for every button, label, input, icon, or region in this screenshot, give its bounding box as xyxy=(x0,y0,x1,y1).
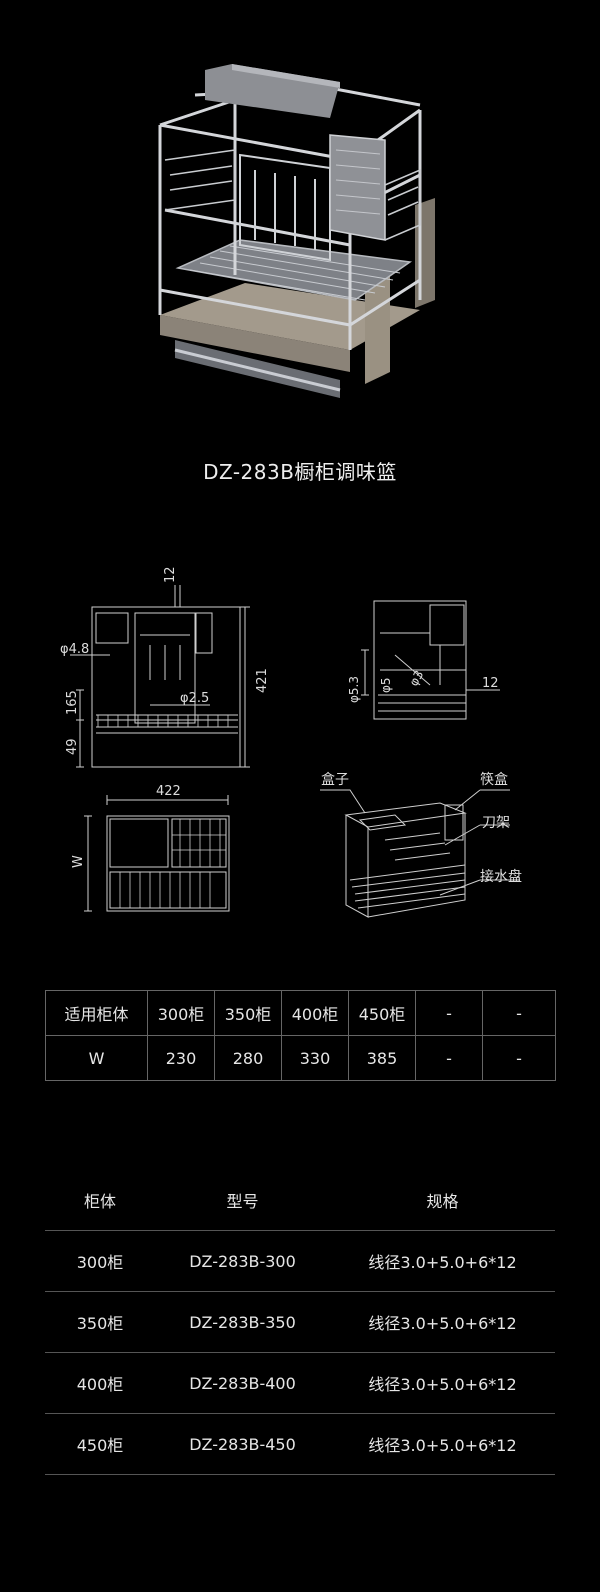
table-cell: - xyxy=(415,1035,483,1081)
iso-view-drawing: 盒子 筷盒 刀架 接水盘 xyxy=(320,771,522,918)
top-view-drawing: 422 W xyxy=(71,784,230,912)
dim-wire: φ2.5 xyxy=(180,691,209,706)
model-cell: DZ-283B-450 xyxy=(189,1434,296,1454)
table-cell: 280 xyxy=(214,1035,282,1081)
table-cell: W xyxy=(45,1035,148,1081)
table-cell: - xyxy=(482,1035,556,1081)
header-model: 型号 xyxy=(226,1192,259,1211)
dim-top: 12 xyxy=(163,566,178,583)
list-item: 300柜 DZ-283B-300 线径3.0+5.0+6*12 xyxy=(45,1231,555,1292)
table-cell: 450柜 xyxy=(348,990,416,1036)
dim-12: 12 xyxy=(482,676,499,691)
dim-height: 421 xyxy=(255,668,270,693)
list-item: 350柜 DZ-283B-350 线径3.0+5.0+6*12 xyxy=(45,1292,555,1353)
table-cell: - xyxy=(482,990,556,1036)
table-cell: 适用柜体 xyxy=(45,990,148,1036)
dim-w: W xyxy=(71,855,86,868)
cabinet-cell: 400柜 xyxy=(76,1375,124,1394)
spec-cell: 线径3.0+5.0+6*12 xyxy=(368,1436,517,1455)
product-title: DZ-283B橱柜调味篮 xyxy=(203,460,397,484)
list-item: 400柜 DZ-283B-400 线径3.0+5.0+6*12 xyxy=(45,1353,555,1414)
spec-cell: 线径3.0+5.0+6*12 xyxy=(368,1253,517,1272)
front-view-drawing: 12 421 φ4.8 165 49 φ2.5 xyxy=(60,566,270,768)
label-box: 盒子 xyxy=(321,771,349,788)
dim-49: 49 xyxy=(65,738,80,755)
cabinet-cell: 300柜 xyxy=(76,1253,124,1272)
model-list: 柜体 型号 规格 300柜 DZ-283B-300 线径3.0+5.0+6*12… xyxy=(45,1170,555,1475)
table-cell: 385 xyxy=(348,1035,416,1081)
spec-cell: 线径3.0+5.0+6*12 xyxy=(368,1314,517,1333)
table-cell: 230 xyxy=(147,1035,215,1081)
model-cell: DZ-283B-350 xyxy=(189,1312,296,1332)
table-cell: - xyxy=(415,990,483,1036)
model-list-header: 柜体 型号 规格 xyxy=(45,1170,555,1231)
dim-5: φ5 xyxy=(379,677,393,693)
label-tray: 接水盘 xyxy=(480,868,522,885)
dim-rod: φ4.8 xyxy=(60,642,89,657)
table-cell: 300柜 xyxy=(147,990,215,1036)
product-image xyxy=(158,64,435,398)
table-cell: 350柜 xyxy=(214,990,282,1036)
cabinet-cell: 450柜 xyxy=(76,1436,124,1455)
dim-width: 422 xyxy=(156,784,181,799)
size-table-header-row: 适用柜体 300柜 350柜 400柜 450柜 - - xyxy=(45,990,556,1036)
dim-53: φ5.3 xyxy=(347,676,361,703)
label-knife: 刀架 xyxy=(482,815,510,831)
cabinet-cell: 350柜 xyxy=(76,1314,124,1333)
label-chopsticks: 筷盒 xyxy=(480,771,508,788)
model-cell: DZ-283B-400 xyxy=(189,1373,296,1393)
size-table: 适用柜体 300柜 350柜 400柜 450柜 - - W 230 280 3… xyxy=(45,990,556,1081)
side-view-drawing: φ5.3 φ5 φ3 12 xyxy=(347,600,500,720)
spec-cell: 线径3.0+5.0+6*12 xyxy=(368,1375,517,1394)
header-spec: 规格 xyxy=(426,1192,459,1211)
size-table-w-row: W 230 280 330 385 - - xyxy=(45,1035,556,1081)
dim-3: φ3 xyxy=(406,668,426,688)
model-cell: DZ-283B-300 xyxy=(189,1251,296,1271)
list-item: 450柜 DZ-283B-450 线径3.0+5.0+6*12 xyxy=(45,1414,555,1475)
header-cabinet: 柜体 xyxy=(83,1192,116,1211)
dim-165: 165 xyxy=(65,690,80,715)
table-cell: 400柜 xyxy=(281,990,349,1036)
table-cell: 330 xyxy=(281,1035,349,1081)
